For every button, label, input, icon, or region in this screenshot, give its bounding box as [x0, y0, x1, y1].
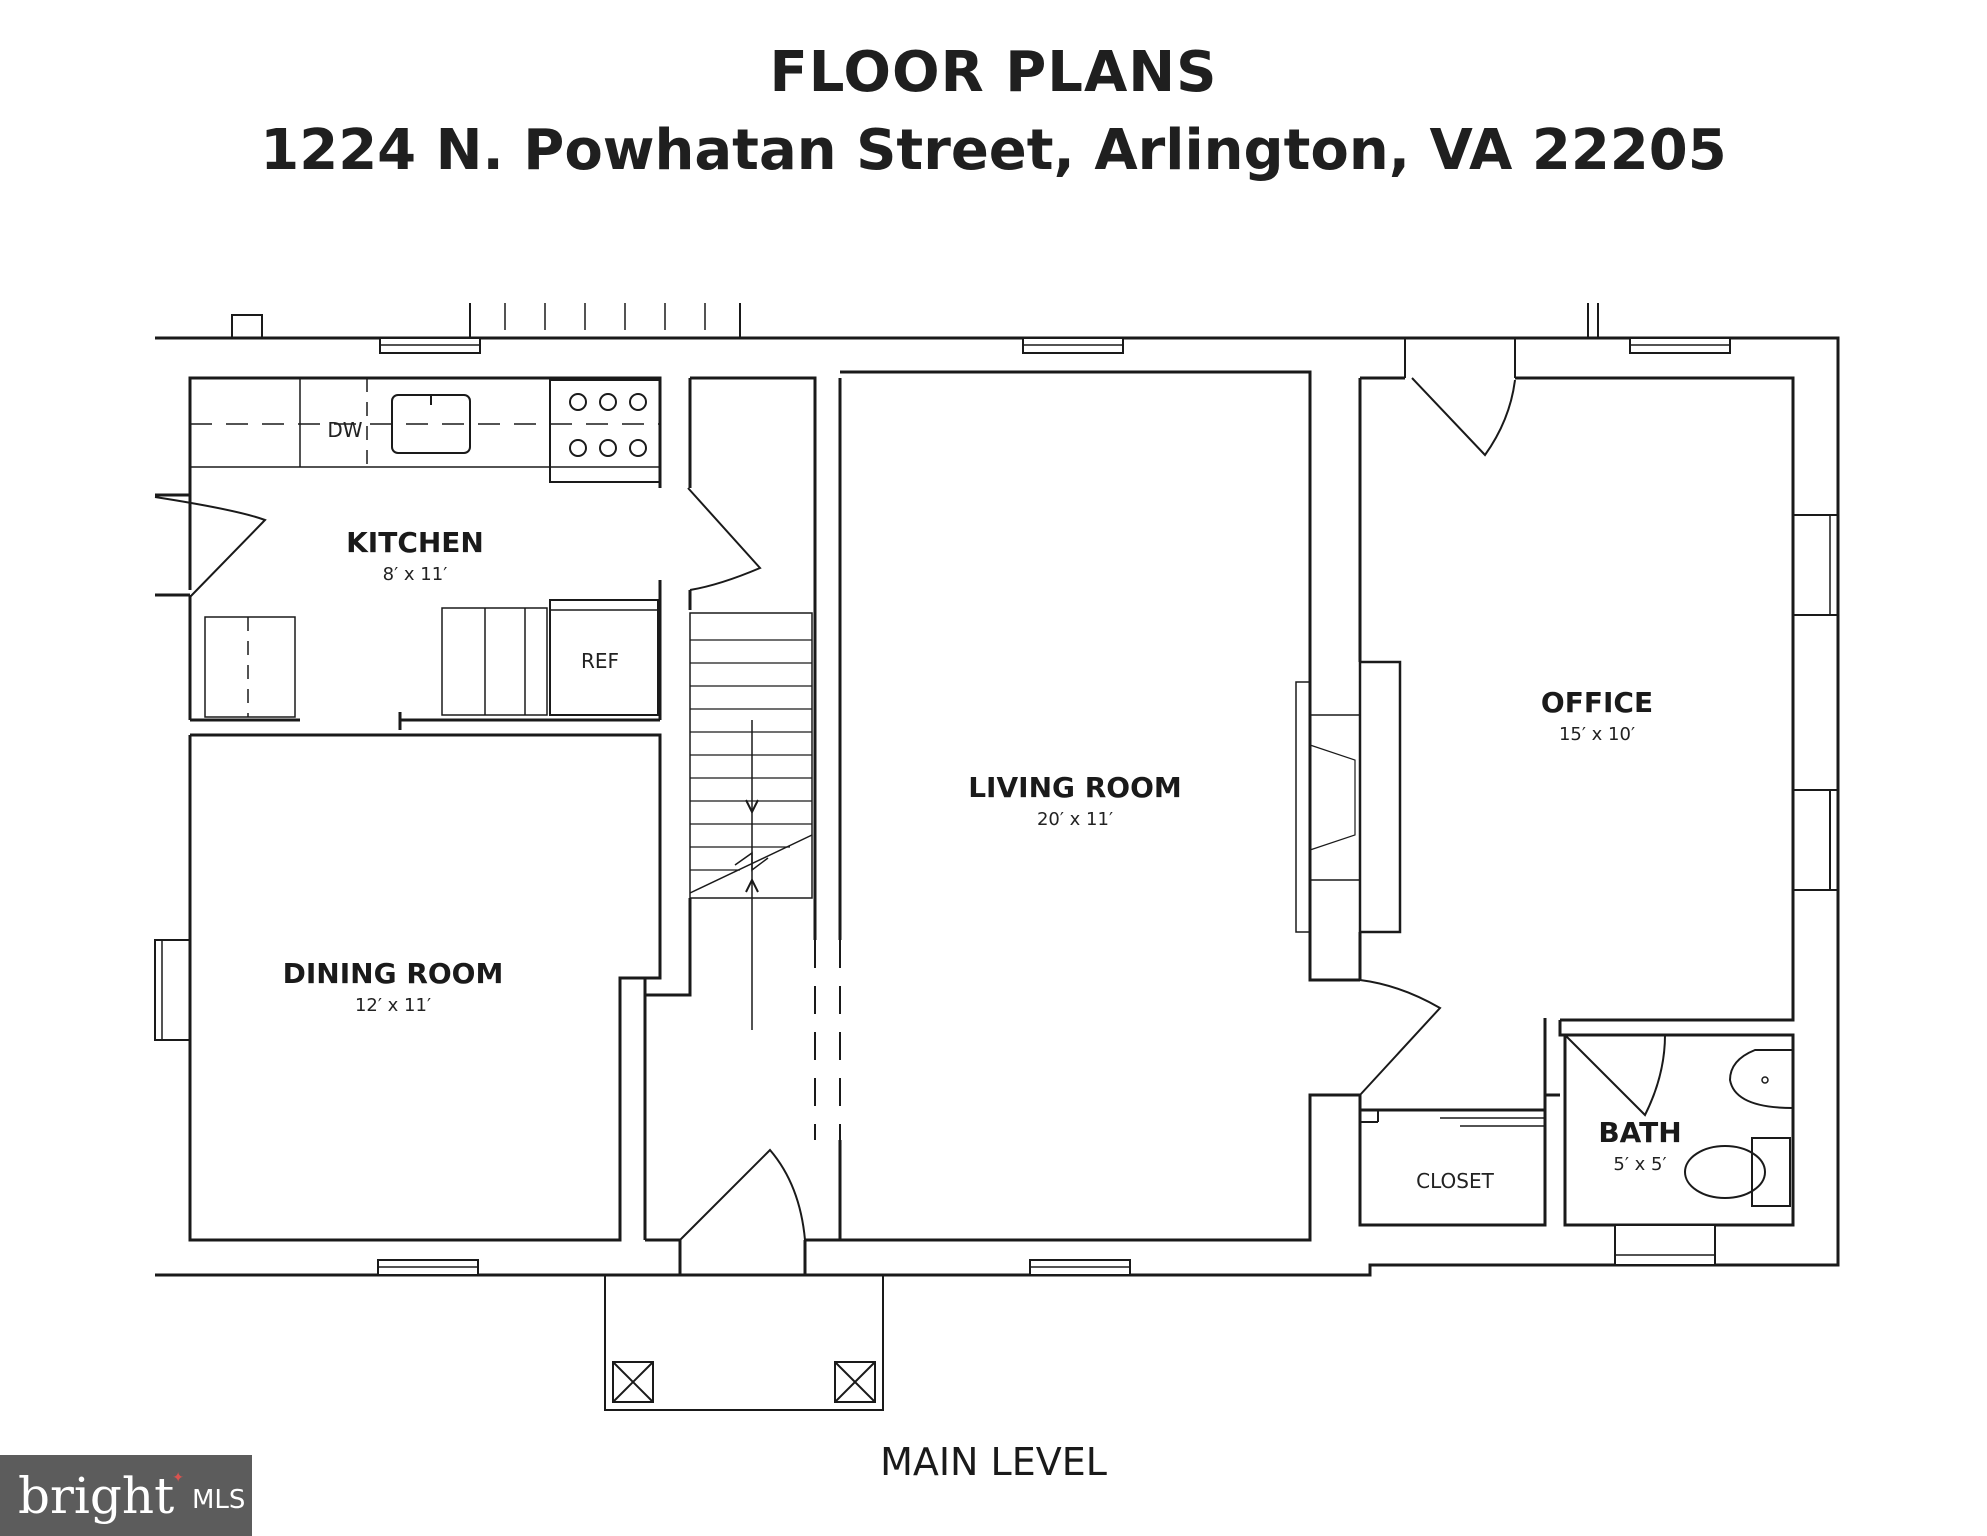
level-label: MAIN LEVEL [880, 1440, 1107, 1484]
dishwasher-label: DW [327, 418, 362, 442]
exterior-wall [155, 336, 1840, 1277]
stove-icon [549, 379, 661, 483]
page-title: FLOOR PLANS [769, 40, 1218, 105]
door-swing-icon [687, 487, 762, 591]
porch [604, 1274, 884, 1411]
door-swing-icon [1564, 1034, 1666, 1117]
door-swing-icon [1411, 377, 1516, 457]
toilet-icon [1751, 1137, 1791, 1207]
door-swing-icon [1359, 979, 1442, 1096]
room-dims-dining: 12′ x 11′ [355, 995, 431, 1016]
door-swing-icon [154, 496, 267, 598]
fireplace-icon [1358, 660, 1402, 934]
star-icon: ✦ [172, 1469, 184, 1485]
logo-suffix: MLS [191, 1484, 246, 1515]
room-dims-office: 15′ x 10′ [1559, 724, 1635, 745]
window [1614, 1224, 1716, 1266]
room-label-kitchen: KITCHEN [346, 526, 484, 559]
bright-mls-logo: bright ✦ MLS [0, 1455, 252, 1536]
refrigerator-icon [549, 599, 659, 716]
room-label-closet: CLOSET [1416, 1169, 1494, 1193]
room-label-office: OFFICE [1541, 686, 1653, 719]
refrigerator-label: REF [581, 649, 619, 673]
closet-wall [1358, 1108, 1547, 1227]
room-dims-kitchen: 8′ x 11′ [383, 564, 448, 585]
logo-brand: bright [18, 1466, 175, 1525]
property-address: 1224 N. Powhatan Street, Arlington, VA 2… [260, 118, 1727, 183]
room-dims-bath: 5′ x 5′ [1613, 1154, 1666, 1175]
room-label-living: LIVING ROOM [968, 771, 1182, 804]
entry-door-swing-icon [679, 1148, 806, 1241]
room-label-bath: BATH [1598, 1116, 1681, 1149]
room-label-dining: DINING ROOM [283, 957, 504, 990]
room-dims-living: 20′ x 11′ [1037, 809, 1113, 830]
bath-sink-icon [1728, 1049, 1794, 1109]
bath-wall [1558, 1020, 1795, 1227]
